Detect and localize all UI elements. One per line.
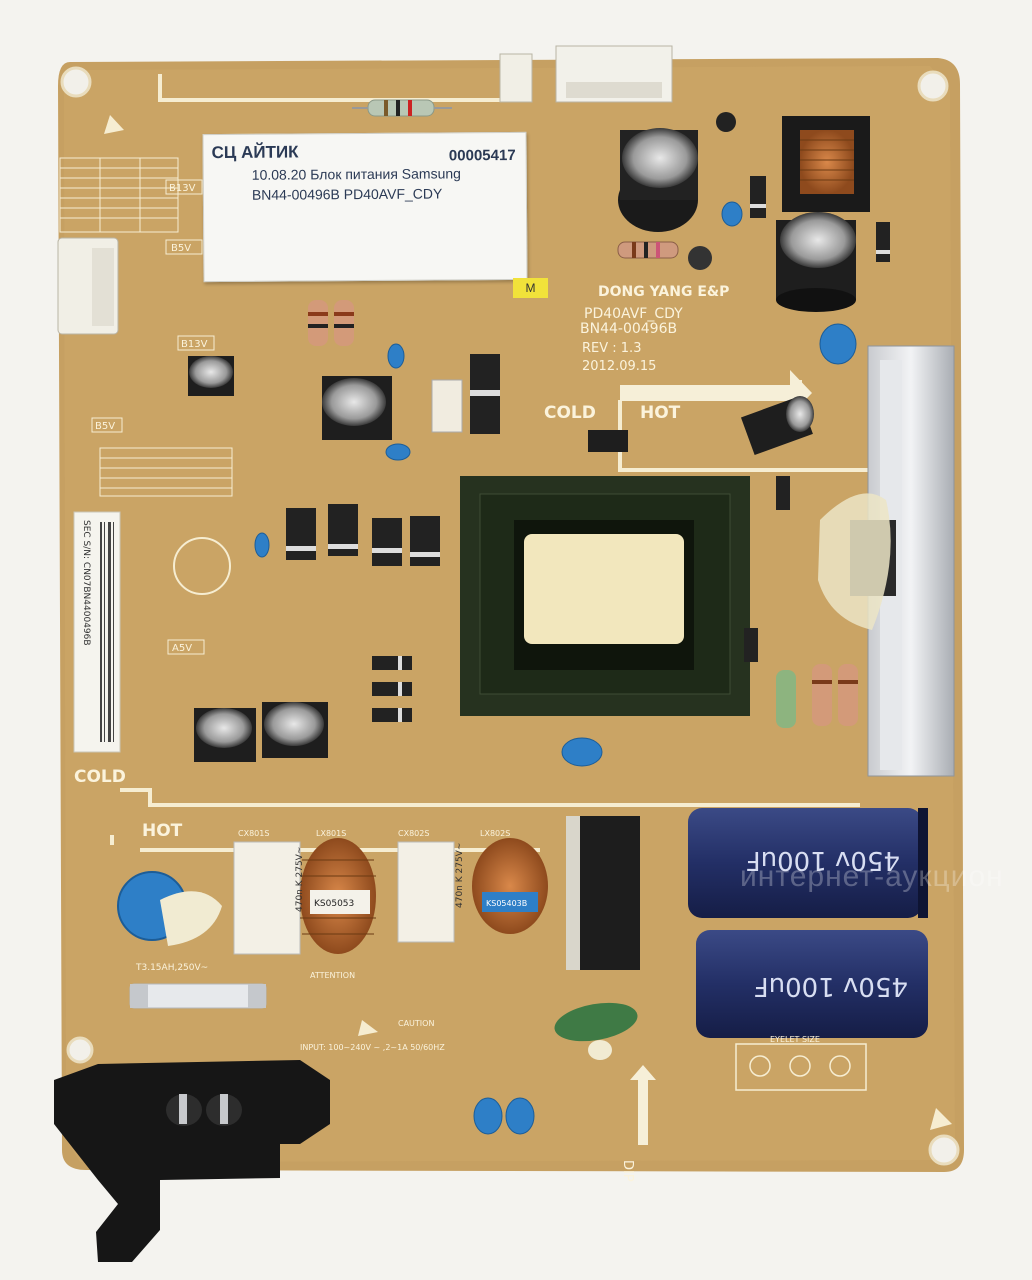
capacitor-cm817: [188, 356, 234, 396]
choke-marking: KS05053: [314, 899, 354, 909]
ceramic-caps: [254, 201, 857, 767]
resistor-top: [352, 99, 452, 117]
sticker-line1: 10.08.20 Блок питания Samsung: [251, 165, 461, 183]
fuse-rating: T3.15AH,250V~: [135, 963, 208, 973]
nt801s-thermistor: [554, 1002, 638, 1060]
sticker-title: СЦ АЙТИК: [211, 142, 299, 163]
dip-label: DIP: [620, 1160, 635, 1182]
silk-cx802s: CX802S: [398, 829, 429, 838]
optocoupler: [588, 430, 628, 452]
caution-label: CAUTION: [398, 1019, 434, 1028]
rail-labels: [91, 179, 215, 655]
cold-hot-arrow: [620, 370, 812, 416]
rail-label-b13v-2: B13V: [181, 339, 208, 350]
rail-label-a5v: A5V: [172, 643, 192, 654]
top-connectors: [499, 45, 673, 103]
x-capacitor-right: [397, 841, 455, 943]
diode-row: [372, 656, 412, 722]
bulk-capacitor-2: [696, 930, 928, 1038]
rail-label-b5v: B5V: [171, 243, 191, 254]
rail-label-b5v-2: B5V: [95, 421, 115, 432]
silk-cx801s: CX801S: [238, 829, 269, 838]
resistor-r9810: [617, 241, 679, 259]
resistors-jp821: [308, 300, 354, 346]
main-transformer: [460, 476, 750, 716]
bulk-cap-2-rating: 450v 100uF: [754, 971, 908, 1001]
capacitor-cm808: [776, 212, 856, 312]
x-cap-right-rating: 470n K 275V~: [455, 843, 465, 908]
capacitor-cm821: [194, 708, 256, 762]
diodes-right: [744, 476, 790, 662]
barcode-sticker: [73, 511, 121, 753]
yellow-tag: M: [513, 278, 548, 298]
rail-label-b13v: B13V: [169, 183, 196, 194]
fuse: [129, 983, 267, 1009]
eyelet-symbols: [735, 1043, 867, 1091]
cold-label-top: COLD: [544, 403, 596, 423]
capacitor-cm806: [740, 396, 814, 456]
x-capacitor-left: [233, 841, 301, 955]
attention-label: ATTENTION: [310, 971, 355, 980]
transistor-small: [688, 246, 712, 270]
small-transformer: [782, 116, 870, 212]
silk-lx802s: LX802S: [480, 829, 510, 838]
diodes-top-right: [716, 112, 890, 262]
left-connector: [57, 237, 119, 335]
y-capacitors-bottom: [473, 1097, 535, 1135]
bulk-cap-1-rating: 450v 100uF: [746, 845, 900, 875]
mounting-holes: [60, 66, 960, 1166]
bridge-rectifier: [566, 816, 640, 970]
heatsink: [818, 345, 955, 777]
board-revision: REV : 1.3: [582, 341, 641, 356]
spec-table: [99, 447, 233, 497]
board-model: PD40AVF_CDY: [584, 306, 683, 322]
board-date: 2012.09.15: [582, 359, 656, 374]
capacitor-c9801: [618, 128, 698, 232]
sticker-number: 00005417: [448, 146, 516, 165]
board-part-number: BN44-00496B: [580, 321, 677, 337]
common-mode-choke-left: [300, 838, 376, 954]
input-rating: INPUT: 100~240V ~ ,2~1A 50/60HZ: [300, 1043, 445, 1052]
diodes-dm808: [286, 504, 440, 566]
capacitor-cm820: [262, 702, 328, 758]
bulk-capacitor-1: [688, 808, 928, 918]
y-capacitor-input: [117, 871, 222, 946]
eyelet-size-label: EYELET SIZE: [770, 1035, 820, 1044]
barcode-text: SEC S/N: CN07BN4400496B: [81, 520, 91, 646]
ac-power-socket: [54, 1060, 330, 1262]
dip-arrow: [630, 1065, 656, 1145]
capacitor-cm805: [322, 376, 392, 440]
diodes-center: [431, 354, 500, 434]
ground-symbols: [104, 115, 952, 1130]
watermark: интернет-аукцион: [740, 860, 1004, 893]
board-maker: DONG YANG E&P: [598, 284, 729, 300]
x-cap-left-rating: 470n K 275V~: [295, 847, 305, 912]
cold-label-left: COLD: [74, 767, 126, 787]
choke-marking-2: KS05403B: [486, 899, 527, 908]
hot-label-left: HOT: [142, 821, 183, 841]
sticker-line2: BN44-00496B PD40AVF_CDY: [251, 185, 443, 203]
resistors-right: [776, 664, 858, 728]
hot-label-top: HOT: [640, 403, 681, 423]
common-mode-choke-right: [472, 838, 548, 934]
service-sticker: СЦ АЙТИК 00005417 10.08.20 Блок питания …: [202, 131, 528, 283]
pin-table: [59, 157, 179, 233]
silk-lx801s: LX801S: [316, 829, 346, 838]
footprint-cm825: [173, 537, 231, 595]
